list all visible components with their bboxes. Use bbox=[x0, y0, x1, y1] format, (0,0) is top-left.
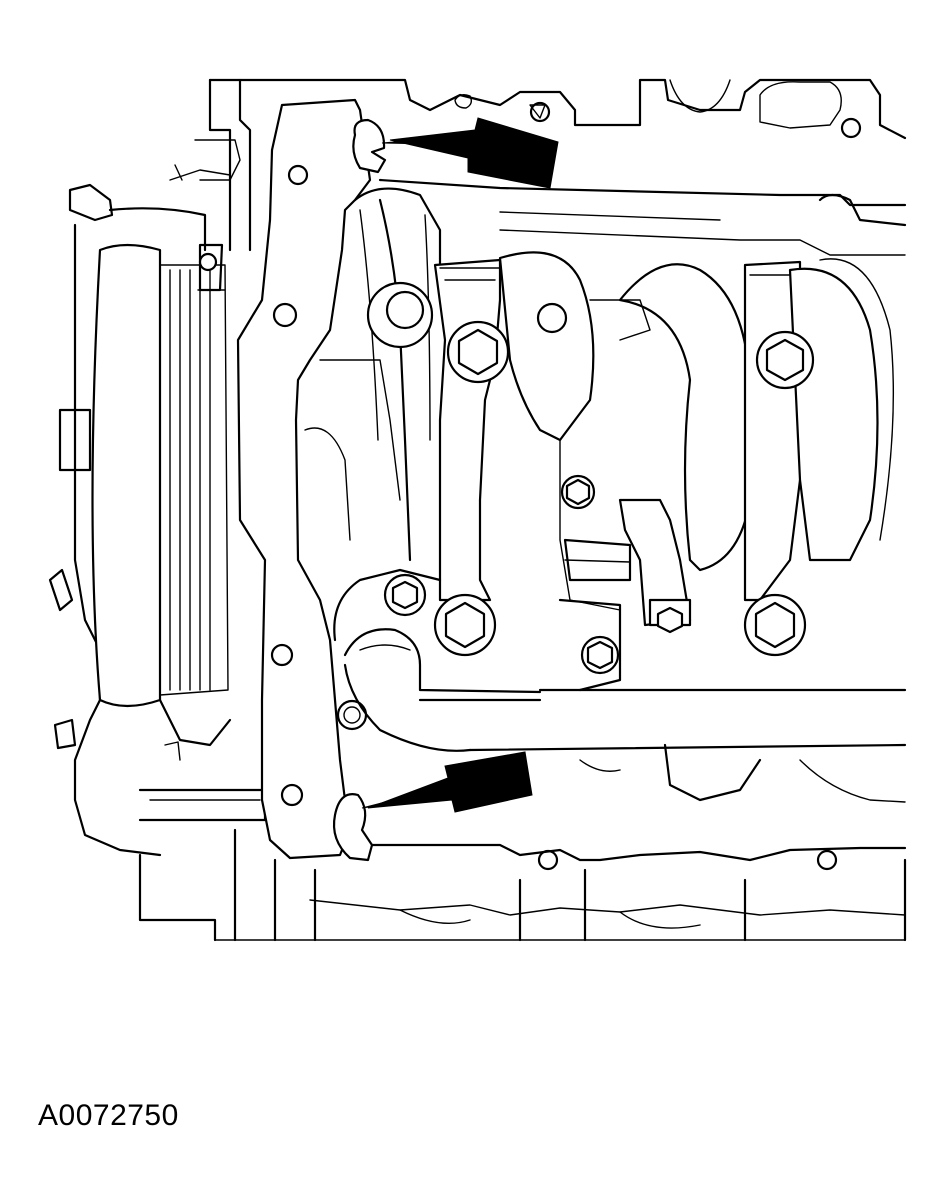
bolt-lower-left bbox=[433, 593, 497, 657]
bolt-left bbox=[198, 252, 218, 272]
crankshaft-bushing bbox=[366, 281, 434, 349]
bolts bbox=[198, 252, 815, 731]
crankshaft-pulley bbox=[48, 78, 277, 942]
front-seal-retainer bbox=[236, 98, 401, 860]
engine-block bbox=[208, 78, 907, 942]
arrow-pointing-left-icon bbox=[389, 117, 559, 189]
bolt-lower-right bbox=[743, 593, 807, 657]
bolt-center-lower bbox=[580, 635, 620, 675]
bolt-lower-small bbox=[336, 699, 368, 731]
seal-lip-lower bbox=[332, 793, 374, 862]
figure-id-label: A0072750 bbox=[38, 1099, 179, 1132]
bolt-center-small bbox=[560, 474, 596, 510]
upper-arrow bbox=[381, 117, 559, 189]
bolt-rod-cap bbox=[648, 598, 692, 634]
oil-pickup-tube bbox=[333, 568, 542, 752]
seal-lip-upper bbox=[352, 118, 387, 174]
lower-arrow bbox=[361, 751, 533, 813]
bolt-bracket bbox=[383, 573, 427, 617]
bolt-upper-left bbox=[446, 320, 510, 384]
bolt-upper-right bbox=[755, 330, 815, 390]
